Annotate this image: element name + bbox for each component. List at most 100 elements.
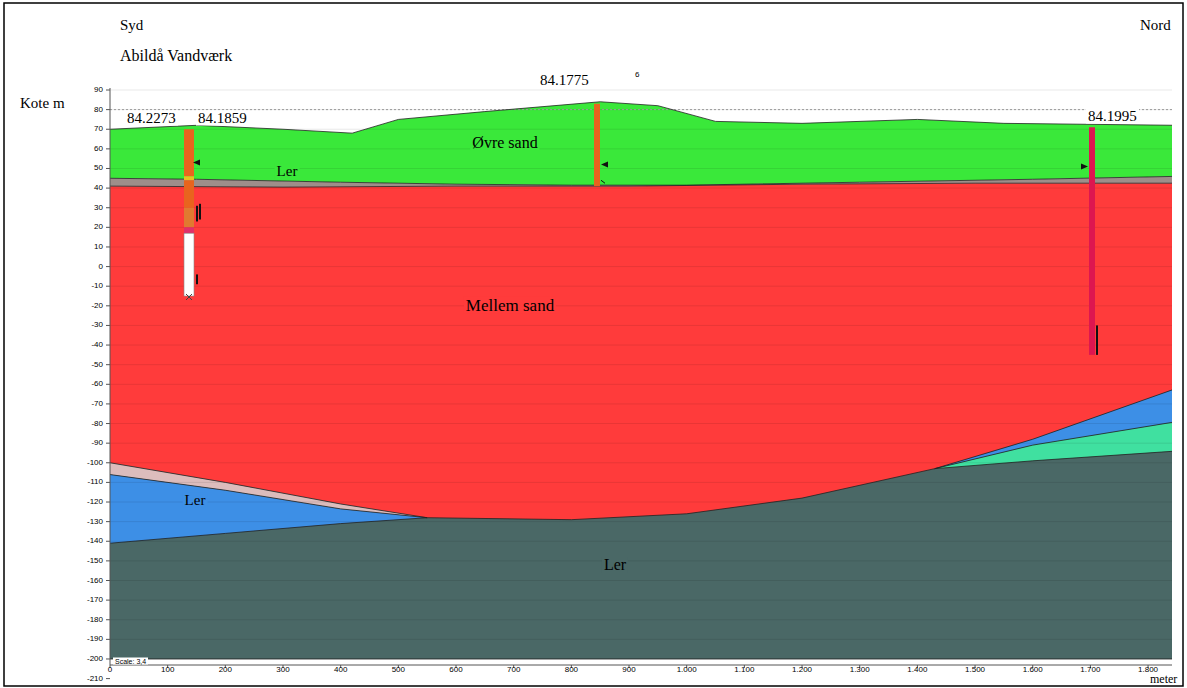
screen-mark bbox=[1096, 325, 1098, 354]
tick bbox=[106, 639, 110, 640]
grid-line bbox=[110, 109, 1172, 110]
axis-tick-label: -150 bbox=[87, 557, 103, 565]
grid-line bbox=[110, 541, 1172, 542]
callout-number: 6 bbox=[635, 71, 639, 79]
axis-tick-label: 0 bbox=[108, 666, 112, 674]
axis-tick-label: -100 bbox=[87, 459, 103, 467]
tick bbox=[106, 502, 110, 503]
axis-tick-label: -130 bbox=[87, 518, 103, 526]
tick bbox=[106, 462, 110, 463]
boundary-line bbox=[110, 475, 427, 518]
water-level-mark bbox=[1081, 164, 1088, 170]
axis-tick-label: 80 bbox=[94, 106, 103, 114]
axis-tick-label: 1.500 bbox=[965, 666, 985, 674]
axis-tick-label: 600 bbox=[449, 666, 462, 674]
layer-name: Ler bbox=[275, 164, 300, 179]
axis-tick-label: -40 bbox=[91, 341, 103, 349]
grid-line bbox=[110, 90, 1172, 91]
boundary-line bbox=[935, 451, 1172, 469]
grid-line bbox=[110, 521, 1172, 522]
borehole-id: 84.1775 bbox=[538, 73, 591, 88]
axis-tick-label: -10 bbox=[91, 282, 103, 290]
grid-line bbox=[110, 246, 1172, 247]
tick bbox=[106, 345, 110, 346]
grid-line bbox=[110, 305, 1172, 306]
boundary-line bbox=[110, 176, 1172, 185]
axis-tick-label: 300 bbox=[276, 666, 289, 674]
clay-lens bbox=[110, 475, 427, 544]
tick bbox=[106, 246, 110, 247]
tick bbox=[106, 482, 110, 483]
tick bbox=[106, 619, 110, 620]
axis-tick-label: -110 bbox=[88, 478, 103, 486]
water-level-mark bbox=[601, 180, 605, 183]
axis-tick-label: -80 bbox=[91, 420, 103, 428]
axis-tick-label: 20 bbox=[94, 223, 103, 231]
axis-tick-label: -170 bbox=[87, 596, 103, 604]
wedge bbox=[935, 422, 1172, 469]
grid-line bbox=[110, 364, 1172, 365]
grid-line bbox=[110, 266, 1172, 267]
tick bbox=[106, 286, 110, 287]
base-line bbox=[110, 658, 1172, 659]
layers bbox=[110, 90, 1172, 659]
axis-frame bbox=[110, 88, 1172, 665]
axis-tick-label: 1.100 bbox=[734, 666, 754, 674]
grid-line bbox=[110, 168, 1172, 169]
tick bbox=[106, 560, 110, 561]
tick bbox=[106, 443, 110, 444]
borehole-id: 84.1859 bbox=[196, 111, 249, 126]
boundary-line bbox=[110, 183, 1172, 187]
tick bbox=[106, 600, 110, 601]
direction-label: Nord bbox=[1140, 18, 1171, 33]
tick bbox=[106, 266, 110, 267]
water-level-mark bbox=[193, 160, 200, 166]
grid-line bbox=[110, 207, 1172, 208]
axis-tick-label: -160 bbox=[87, 577, 103, 585]
tick bbox=[106, 384, 110, 385]
borehole-id: 84.2273 bbox=[125, 111, 178, 126]
axis-tick-label: 60 bbox=[94, 145, 103, 153]
upper-sand bbox=[110, 102, 1172, 185]
grid-line bbox=[110, 619, 1172, 620]
layer-name: Ler bbox=[602, 557, 628, 573]
tick bbox=[106, 325, 110, 326]
boundary-line bbox=[935, 422, 1172, 469]
layer-name: Ler bbox=[183, 493, 208, 508]
axis-tick-label: 900 bbox=[622, 666, 635, 674]
axis-tick-label: -30 bbox=[91, 321, 103, 329]
axis-tick-label: 0 bbox=[99, 263, 103, 271]
borehole bbox=[594, 104, 600, 186]
axis-tick-label: -70 bbox=[91, 400, 103, 408]
boundary-line bbox=[110, 102, 1172, 133]
screen-mark bbox=[199, 204, 201, 220]
axis-tick-label: -210 bbox=[87, 675, 103, 683]
borehole bbox=[184, 129, 194, 296]
axis-tick-label: 400 bbox=[334, 666, 347, 674]
tick bbox=[106, 109, 110, 110]
borehole-end bbox=[186, 294, 192, 300]
axis-tick-label: -20 bbox=[91, 302, 103, 310]
grid-line bbox=[110, 482, 1172, 483]
axis-tick-label: 40 bbox=[94, 184, 103, 192]
datum-line bbox=[110, 109, 1172, 110]
axis-tick-label: -120 bbox=[87, 498, 103, 506]
screen-mark bbox=[196, 206, 198, 222]
axis-tick-label: -140 bbox=[87, 537, 103, 545]
tick bbox=[106, 305, 110, 306]
axis-tick-label: 90 bbox=[94, 86, 103, 94]
axis-tick-label: -60 bbox=[91, 380, 103, 388]
grid-line bbox=[110, 600, 1172, 601]
grid-line bbox=[110, 443, 1172, 444]
outer-frame bbox=[4, 3, 1183, 686]
tick bbox=[106, 148, 110, 149]
axis-title: meter bbox=[1150, 673, 1177, 685]
tick bbox=[106, 168, 110, 169]
axis-tick-label: -50 bbox=[91, 361, 103, 369]
tick bbox=[106, 129, 110, 130]
axis-tick-label: 1.400 bbox=[907, 666, 927, 674]
axis-tick-label: 10 bbox=[94, 243, 103, 251]
screen-mark bbox=[196, 274, 198, 284]
tick bbox=[106, 207, 110, 208]
